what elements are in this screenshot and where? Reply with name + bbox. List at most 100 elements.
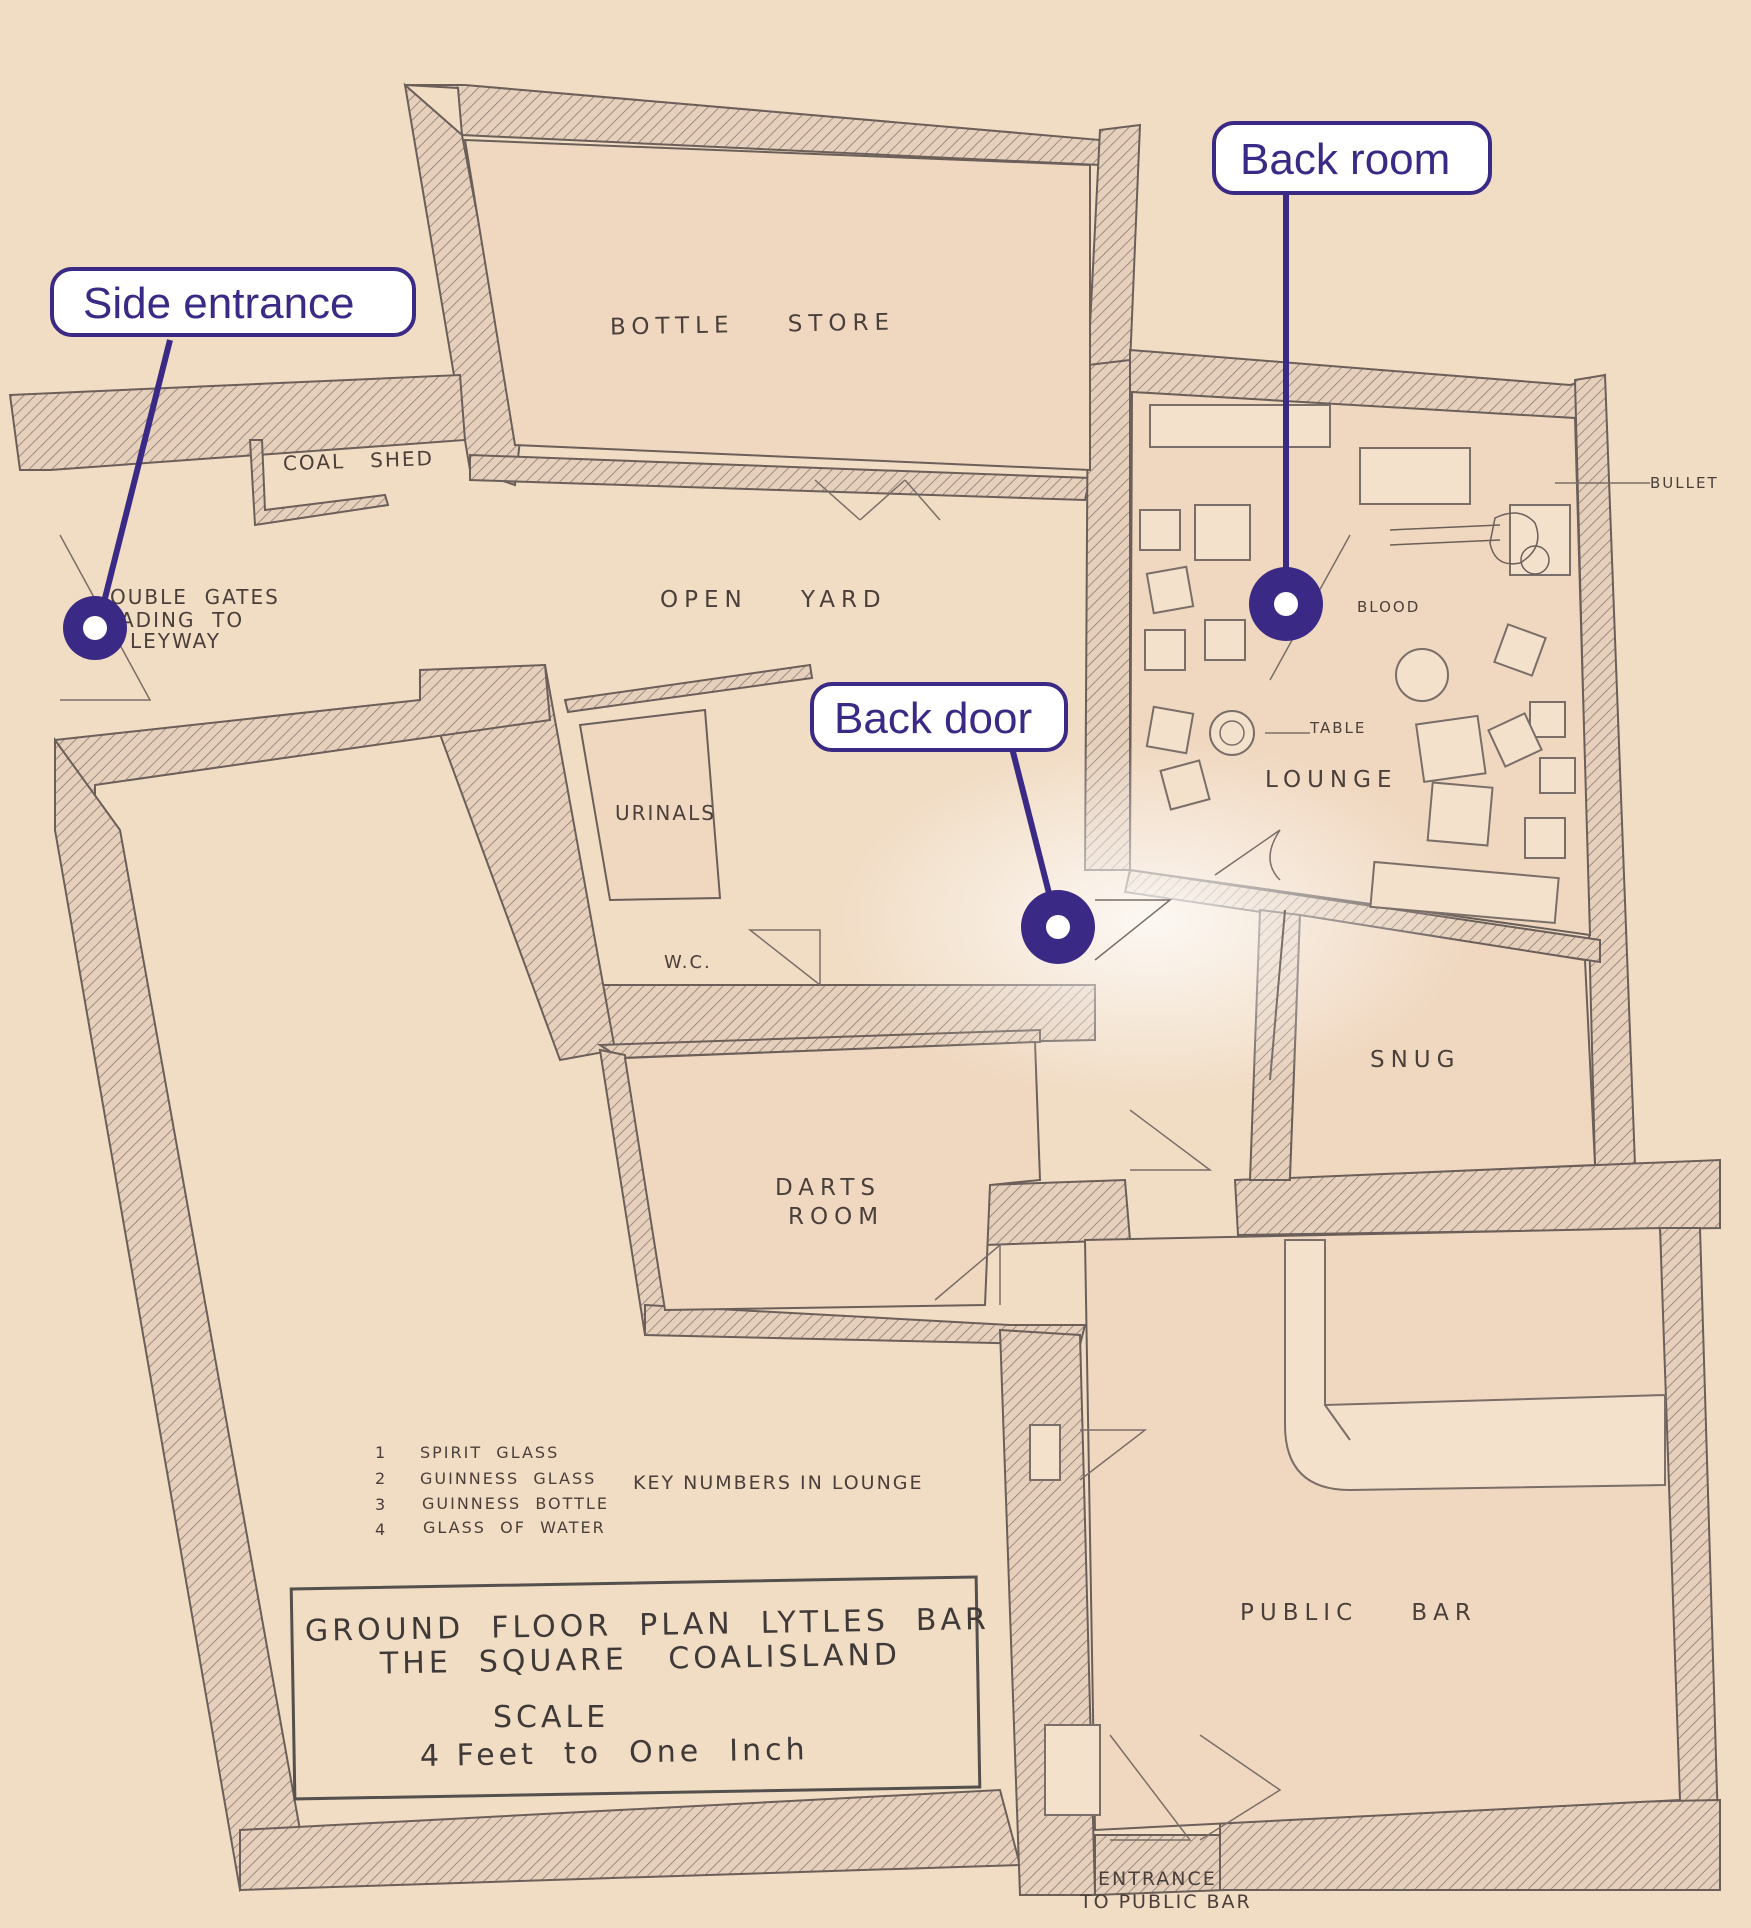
darts-door (934, 1243, 1001, 1305)
table-square (1414, 714, 1487, 784)
bench-south (1369, 860, 1560, 925)
public-bar-room (1083, 1226, 1682, 1832)
wall-main-south (239, 1788, 1022, 1892)
callout-back-door: Back door (810, 682, 1095, 964)
table-key-marker (1219, 720, 1245, 746)
chair (1204, 619, 1246, 661)
title-scale-value: 4 Feet to One Inch (420, 1732, 809, 1774)
label-darts-2: ROOM (788, 1204, 884, 1230)
callout-marker-dot (1046, 915, 1070, 939)
label-lounge: LOUNGE (1265, 767, 1398, 793)
callout-leader (1009, 747, 1055, 906)
label-coal-shed: COAL SHED (283, 446, 435, 475)
public-bar-fixtures (1029, 1239, 1666, 1816)
callout-box (50, 267, 416, 337)
doors (59, 479, 1286, 1841)
label-double-gates-1: OUBLE GATES (110, 585, 280, 609)
lounge-furniture (1139, 404, 1650, 925)
label-open-yard: OPEN YARD (660, 587, 887, 613)
entrance-lobby (1044, 1724, 1101, 1816)
chair (1493, 623, 1547, 677)
title-scale: SCALE (493, 1700, 609, 1735)
room-labels: BOTTLE STORE COAL SHED OPEN YARD OUBLE G… (110, 309, 1719, 1913)
callout-back-room: Back room (1212, 121, 1492, 641)
label-urinals: URINALS (615, 801, 716, 825)
chair (1139, 509, 1181, 551)
title-block: GROUND FLOOR PLAN LYTLES BAR THE SQUARE … (305, 1602, 990, 1774)
key-num-2: 2 (375, 1469, 387, 1488)
service-hatch (1029, 1424, 1061, 1481)
callout-label-back-room: Back room (1240, 135, 1450, 184)
table-round-key (1209, 710, 1255, 756)
wall-bottle-store-south (469, 453, 1092, 502)
snug-partition (1269, 909, 1286, 1081)
label-darts-1: DARTS (775, 1175, 881, 1201)
entrance-door-swing (1109, 1734, 1192, 1841)
lobby-door (1129, 1109, 1213, 1171)
urinals-room (578, 708, 722, 902)
chair (1145, 565, 1195, 615)
callout-side-entrance: Side entrance (50, 267, 416, 660)
chair (1524, 817, 1566, 859)
key-num-4: 4 (375, 1520, 387, 1539)
label-double-gates-3: LEYWAY (130, 629, 221, 653)
yard-door-double (814, 479, 941, 521)
wall-toilets-north (563, 663, 814, 714)
key-title: KEY NUMBERS IN LOUNGE (633, 1472, 924, 1494)
label-public-bar: PUBLIC BAR (1240, 1600, 1477, 1626)
chair (1487, 712, 1543, 768)
bar-counter-edge (1324, 1404, 1351, 1441)
bottle-store-room (463, 138, 1091, 472)
wall-coal-shed (248, 439, 390, 527)
label-bottle-store: BOTTLE STORE (610, 309, 895, 340)
callout-box (1212, 121, 1492, 195)
wall-darts-east (984, 1178, 1132, 1247)
victim-figure (1389, 512, 1550, 575)
bench-bottom-east (1509, 504, 1571, 576)
callout-marker-dot (83, 616, 107, 640)
table-square (1194, 504, 1251, 561)
callout-box (810, 682, 1068, 752)
table-round (1395, 648, 1449, 702)
wc-door (747, 929, 821, 987)
callout-label-back-door: Back door (834, 694, 1032, 743)
label-entrance-2: TO PUBLIC BAR (1079, 1891, 1252, 1913)
glow-highlight (830, 740, 1470, 1100)
title-block-frame (289, 1575, 982, 1801)
key-num-1: 1 (375, 1443, 387, 1462)
chair (1539, 757, 1576, 794)
gates-swing (59, 534, 152, 701)
key-label-3: GUINNESS BOTTLE (422, 1494, 609, 1513)
wall-main-west (54, 736, 302, 1893)
label-wc: W.C. (664, 952, 712, 973)
bar-side-door (1079, 1429, 1148, 1481)
label-blood: BLOOD (1357, 598, 1420, 616)
callout-leader (99, 339, 173, 611)
key-label-2: GUINNESS GLASS (420, 1469, 596, 1488)
key-legend: 1 SPIRIT GLASS 2 GUINNESS GLASS 3 GUINNE… (375, 1443, 924, 1539)
bench-north-east (1359, 447, 1471, 505)
label-table: TABLE (1309, 719, 1366, 737)
entrance-door-swing-2 (1199, 1734, 1282, 1841)
chair (1529, 701, 1566, 738)
chair (1144, 629, 1186, 671)
key-label-1: SPIRIT GLASS (420, 1443, 559, 1462)
back-door-swing (1094, 899, 1173, 961)
label-double-gates-2: ADING TO (120, 608, 244, 632)
bench-north (1149, 404, 1331, 448)
key-label-4: GLASS OF WATER (423, 1518, 606, 1537)
table-square (1426, 781, 1494, 847)
chair (1145, 705, 1195, 755)
key-num-3: 3 (375, 1495, 387, 1514)
callout-marker-dot (1274, 592, 1298, 616)
label-snug: SNUG (1370, 1047, 1460, 1073)
label-bullet: BULLET (1650, 474, 1719, 492)
bar-counter (1284, 1239, 1666, 1492)
callout-label-side-entrance: Side entrance (83, 279, 355, 328)
lounge-door-swing (1214, 829, 1281, 881)
label-entrance-1: ENTRANCE (1098, 1868, 1217, 1890)
chair (1159, 759, 1211, 811)
wall-darts-south (644, 1303, 1087, 1347)
